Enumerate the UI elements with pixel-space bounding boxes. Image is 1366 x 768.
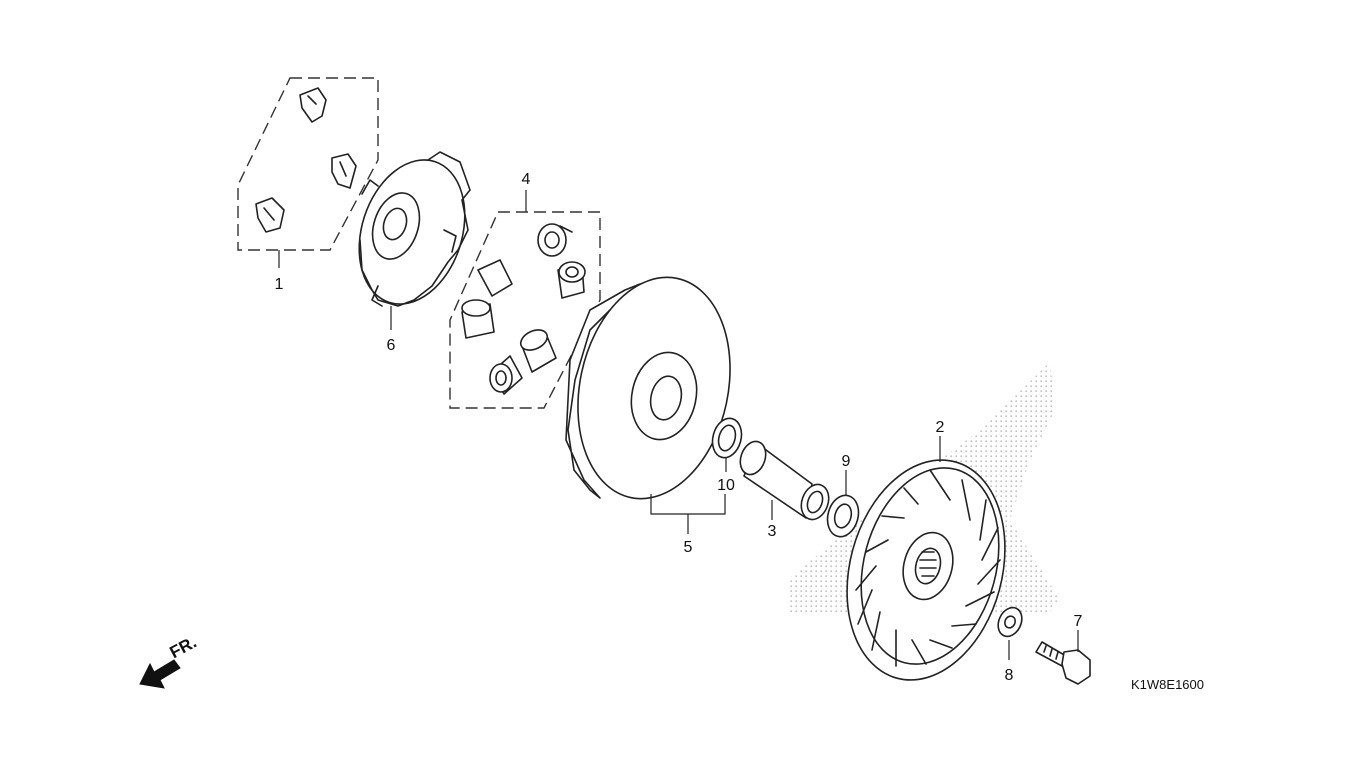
part-4-group <box>449 190 601 409</box>
callout-7: 7 <box>1074 613 1083 630</box>
part-5-drive-face <box>565 276 731 534</box>
part-7-bolt <box>1035 630 1091 685</box>
part-9-washer <box>826 470 860 538</box>
diagram-code: K1W8E1600 <box>1131 677 1204 692</box>
callout-2: 2 <box>936 419 945 436</box>
part-3-collar <box>739 440 830 521</box>
callout-6: 6 <box>387 337 396 354</box>
callout-4: 4 <box>522 171 531 188</box>
roller-icon <box>489 355 523 395</box>
callout-10: 10 <box>717 477 735 494</box>
front-direction-arrow-icon <box>139 659 181 689</box>
slider-piece-icon <box>331 153 357 189</box>
roller-icon <box>557 261 586 299</box>
callout-1: 1 <box>275 276 284 293</box>
roller-icon <box>461 299 495 339</box>
roller-icon <box>537 223 573 257</box>
callout-8: 8 <box>1005 667 1014 684</box>
callout-3: 3 <box>768 523 777 540</box>
part-2-fan-face <box>846 436 1006 681</box>
callout-5: 5 <box>684 539 693 556</box>
part-8-washer <box>997 606 1023 660</box>
slider-piece-icon <box>299 87 327 123</box>
part-6-ramp-plate <box>358 151 471 330</box>
roller-icon <box>477 259 513 297</box>
callout-9: 9 <box>842 453 851 470</box>
part-1-group <box>237 77 379 268</box>
slider-piece-icon <box>255 197 285 233</box>
part-10-washer <box>711 417 743 472</box>
roller-icon <box>519 329 557 373</box>
direction-label: FR. <box>167 632 200 662</box>
